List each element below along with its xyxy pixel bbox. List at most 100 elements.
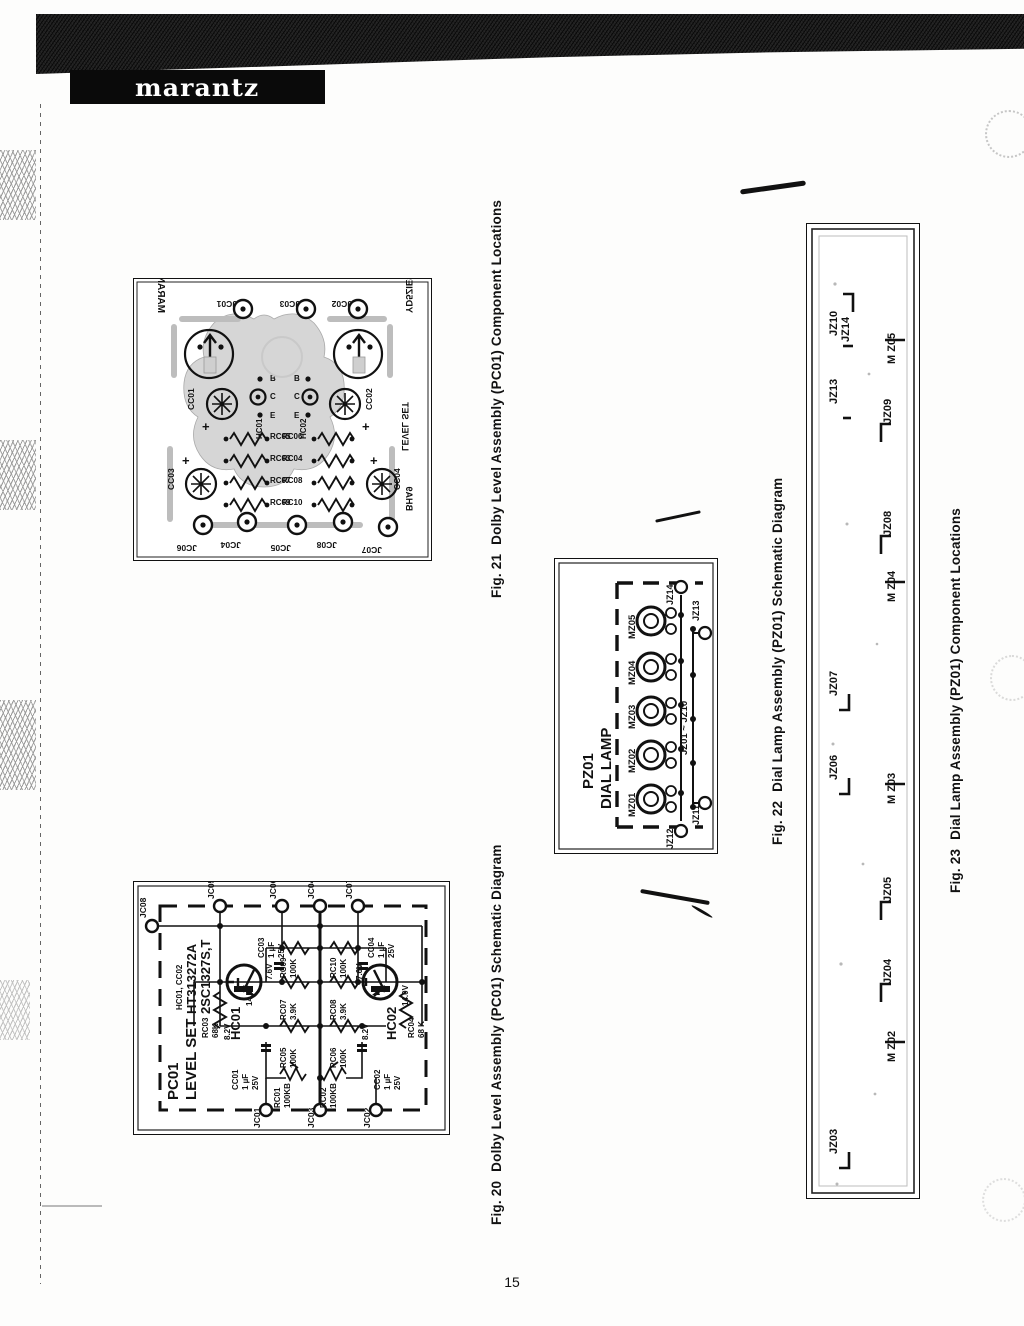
svg-text:CC02: CC02 [373,1069,382,1090]
svg-text:RC05: RC05 [270,432,291,441]
svg-text:RC01: RC01 [273,1087,282,1108]
page-number: 15 [504,1274,520,1290]
svg-text:RC10: RC10 [329,957,338,978]
svg-text:MZ04: MZ04 [627,660,638,685]
svg-text:CC04: CC04 [392,468,402,490]
svg-text:LEVEL SET: LEVEL SET [400,402,410,451]
scan-ring-bottom [982,1178,1024,1222]
svg-text:RC06: RC06 [282,432,303,441]
svg-text:+: + [370,453,378,468]
svg-text:JZ06: JZ06 [828,755,840,780]
svg-text:JZ13: JZ13 [691,600,701,621]
svg-text:CC01: CC01 [231,1069,240,1090]
marantz-logo-text: marantz [135,72,260,102]
svg-text:RC09: RC09 [270,498,291,507]
svg-text:CC01: CC01 [186,388,196,410]
svg-text:100KB: 100KB [283,1083,292,1108]
svg-text:JC08: JC08 [316,540,337,550]
svg-text:JZ14: JZ14 [840,316,852,342]
svg-text:MZ05: MZ05 [627,614,638,639]
svg-text:JC05: JC05 [270,543,291,553]
svg-text:RC07: RC07 [279,999,288,1020]
svg-text:JC04: JC04 [220,540,241,550]
svg-text:MZ01: MZ01 [627,792,638,817]
svg-text:C: C [294,392,300,401]
fig21-number: Fig. 21 [489,553,504,598]
scan-smudge-mid [655,510,701,523]
svg-text:8.2V: 8.2V [361,1023,370,1040]
svg-text:B: B [270,374,276,383]
svg-text:RC05: RC05 [279,1047,288,1068]
svg-text:14.0V: 14.0V [245,984,254,1006]
svg-text:JZ05: JZ05 [882,877,894,902]
fig20-caption-text: Dolby Level Assembly (PC01) Schematic Di… [489,844,504,1172]
svg-text:RC02: RC02 [319,1087,328,1108]
svg-text:JZ04: JZ04 [882,958,894,984]
svg-text:1 µF: 1 µF [377,942,386,958]
svg-text:C: C [270,392,276,401]
svg-text:HT313272A: HT313272A [184,943,199,1014]
scan-speckle-a [0,150,36,220]
svg-text:25V: 25V [393,1075,402,1090]
fig20-frame: PC01 LEVEL SET HT313272A 2SC1327S,T HC01… [133,881,450,1135]
svg-text:PC01: PC01 [165,1062,182,1100]
svg-text:RC06: RC06 [329,1047,338,1068]
svg-text:JZ11: JZ11 [691,805,701,825]
scan-ring-top [985,110,1024,158]
scan-smudge-bottom [690,904,714,919]
svg-text:RC03: RC03 [270,454,291,463]
scan-speckle-b [0,440,36,510]
svg-text:7.6V: 7.6V [355,963,364,980]
svg-text:M Z03: M Z03 [886,773,898,804]
svg-text:7.6V: 7.6V [265,963,274,980]
svg-text:MZ03: MZ03 [627,705,638,729]
svg-text:JC07: JC07 [344,882,354,899]
fig23-frame: JZ10 JZ14 JZ13 M Z05 JZ09 JZ08 M Z04 JZ0… [806,223,920,1199]
fig23-caption: Fig. 23Dial Lamp Assembly (PZ01) Compone… [948,508,963,893]
svg-text:JZ09: JZ09 [882,399,894,424]
fig21-caption-text: Dolby Level Assembly (PC01) Component Lo… [489,199,504,545]
svg-text:JC08: JC08 [138,897,148,918]
svg-text:JC06: JC06 [268,882,278,899]
fig21-caption: Fig. 21 Dolby Level Assembly (PC01) Compo… [489,200,504,598]
fig21-board-artwork: MARANTZ YD5ZIE92Q-0 LEVEL SET BHA9 JC01 … [136,279,429,558]
svg-text:RC08: RC08 [329,999,338,1020]
svg-text:JC02: JC02 [331,299,352,309]
svg-text:M Z04: M Z04 [886,570,898,602]
scan-smudge-low [640,888,710,906]
scan-noise-band [36,14,1024,74]
fig21-frame: MARANTZ YD5ZIE92Q-0 LEVEL SET BHA9 JC01 … [133,278,432,561]
svg-text:PZ01: PZ01 [580,753,597,789]
svg-text:RC04: RC04 [282,454,303,463]
scan-dot-3 [42,1205,102,1207]
svg-text:8.2V: 8.2V [223,1023,232,1040]
svg-text:JZ07: JZ07 [828,671,840,696]
svg-text:CC04: CC04 [367,937,376,958]
svg-text:RC03: RC03 [201,1017,210,1038]
scan-speckle-c [0,700,36,790]
svg-text:JC01: JC01 [216,299,237,309]
svg-text:RC10: RC10 [282,498,303,507]
scan-ring-mid [990,655,1024,701]
svg-text:JC02: JC02 [362,1107,372,1128]
fig22-number: Fig. 22 [770,800,785,845]
svg-text:BHA9: BHA9 [404,486,414,511]
fig23-number: Fig. 23 [948,848,963,893]
svg-text:E: E [270,411,276,420]
fig22-caption: Fig. 22Dial Lamp Assembly (PZ01) Schemat… [770,478,785,845]
svg-text:YD5ZIE92Q-0: YD5ZIE92Q-0 [403,279,414,313]
svg-text:JC07: JC07 [361,545,382,555]
svg-text:B: B [294,374,300,383]
marantz-logo: marantz [70,70,325,104]
svg-text:3.9K: 3.9K [289,1003,298,1020]
svg-text:JZ13: JZ13 [828,379,840,404]
svg-text:HC01: HC01 [255,418,264,439]
svg-text:JZ03: JZ03 [828,1129,840,1154]
scan-edge-line [40,104,41,1284]
svg-text:JC03: JC03 [306,1107,316,1128]
fig22-frame: PZ01 DIAL LAMP MZ05 MZ04 [554,558,718,854]
svg-text:+: + [362,419,370,434]
svg-text:LEVEL SET: LEVEL SET [183,1019,200,1100]
svg-text:M Z02: M Z02 [886,1031,898,1062]
